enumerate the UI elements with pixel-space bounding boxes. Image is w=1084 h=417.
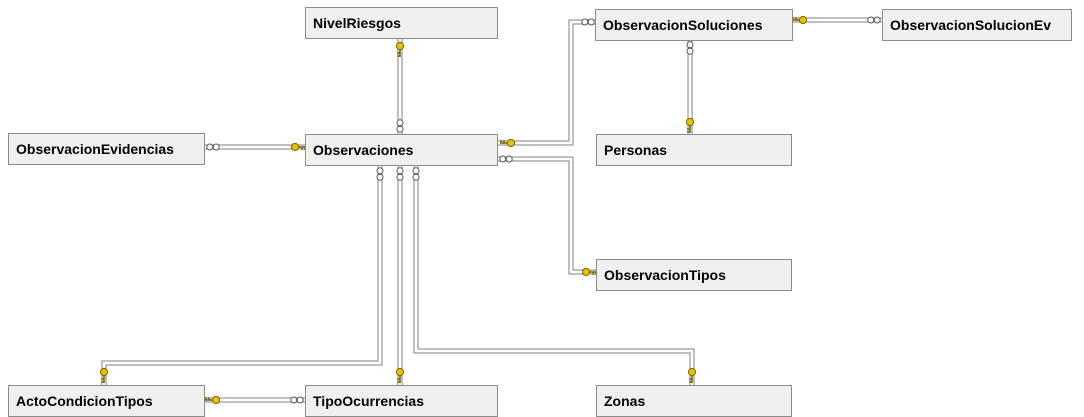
key-icon [99, 367, 109, 384]
key-icon [687, 367, 697, 384]
key-icon [499, 138, 516, 148]
table-observacionsoluciones[interactable]: ObservacionSoluciones [595, 9, 793, 41]
table-observaciontipos[interactable]: ObservacionTipos [596, 259, 792, 291]
table-nivelriesgos[interactable]: NivelRiesgos [305, 7, 498, 39]
key-icon [395, 41, 405, 58]
key-icon [204, 395, 221, 405]
table-observacionevidencias[interactable]: ObservacionEvidencias [8, 133, 205, 165]
table-tipoocurrencias[interactable]: TipoOcurrencias [305, 385, 498, 417]
key-icon [791, 15, 808, 25]
key-icon [395, 367, 405, 384]
table-personas[interactable]: Personas [596, 134, 792, 166]
key-icon [685, 117, 695, 134]
table-zonas[interactable]: Zonas [596, 385, 792, 417]
table-actocondiciontipos[interactable]: ActoCondicionTipos [8, 385, 205, 417]
table-observaciones[interactable]: Observaciones [305, 134, 498, 166]
key-icon [290, 142, 307, 152]
key-icon [581, 267, 598, 277]
table-observacionsolucionev[interactable]: ObservacionSolucionEv [882, 9, 1072, 41]
